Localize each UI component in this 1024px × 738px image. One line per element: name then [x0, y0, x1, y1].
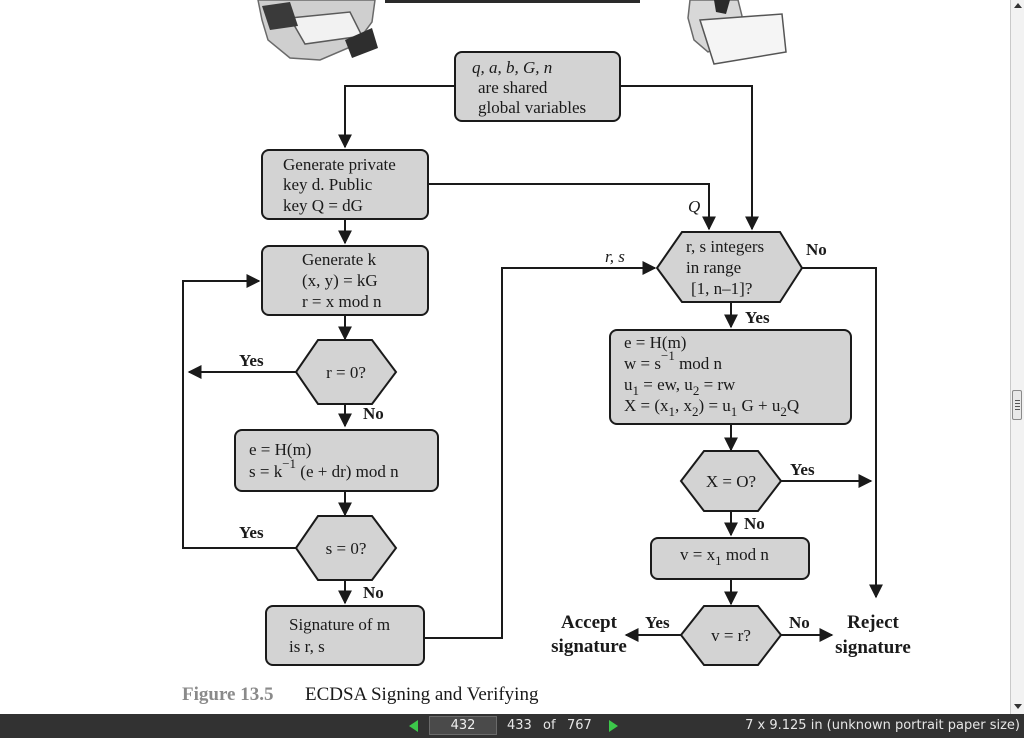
- signature-line2: is r, s: [289, 637, 325, 656]
- verify-line4: X = (x1, x2) = u1 G + u2Q: [624, 396, 799, 419]
- keygen-line1: Generate private: [283, 155, 396, 174]
- compute-s-line2: s = k−1 (e + dr) mod n: [249, 456, 399, 481]
- v-calc-label: v = x1 mod n: [680, 545, 769, 568]
- laptop-illustration-left: [257, 0, 378, 61]
- figure-title: ECDSA Signing and Verifying: [305, 684, 539, 705]
- r-zero-no-label: No: [363, 404, 384, 423]
- x-zero-yes-label: Yes: [790, 460, 815, 479]
- x-zero-no-label: No: [744, 514, 765, 533]
- v-eq-r-decision: v = r?: [679, 605, 783, 666]
- page-top-rule: [385, 0, 640, 3]
- generate-k-box: Generate k (x, y) = kG r = x mod n: [261, 245, 429, 316]
- branch-labels: Yes No Yes No Q r, s No Yes Yes No Yes N…: [239, 197, 827, 632]
- gen-k-line1: Generate k: [302, 250, 377, 269]
- figure-number: Figure 13.5: [182, 684, 273, 705]
- signature-box: Signature of m is r, s: [265, 605, 425, 666]
- r-zero-decision: r = 0?: [294, 339, 398, 405]
- range-no-label: No: [806, 240, 827, 259]
- figure-caption: Figure 13.5 ECDSA Signing and Verifying: [182, 684, 539, 705]
- gen-k-line2: (x, y) = kG: [302, 271, 378, 290]
- shared-line1: q, a, b, G, n: [472, 58, 552, 77]
- next-page-icon[interactable]: [609, 720, 618, 732]
- reject-outcome: Reject signature: [835, 612, 911, 658]
- flow-connectors: [182, 85, 883, 642]
- accept-line2: signature: [551, 636, 627, 657]
- scroll-up-icon[interactable]: [1014, 3, 1022, 8]
- verify-line3: u1 = ew, u2 = rw: [624, 375, 736, 398]
- current-page-input[interactable]: [429, 716, 497, 735]
- previous-page-icon[interactable]: [409, 720, 418, 732]
- accept-line1: Accept: [561, 612, 618, 633]
- paper-size-label: 7 x 9.125 in (unknown portrait paper siz…: [745, 718, 1020, 733]
- s-zero-yes-label: Yes: [239, 523, 264, 542]
- v-calc-box: v = x1 mod n: [650, 537, 810, 580]
- reject-line2: signature: [835, 637, 911, 658]
- v-eq-r-label: v = r?: [711, 626, 751, 645]
- gen-k-line3: r = x mod n: [302, 292, 382, 311]
- rs-label: r, s: [605, 247, 625, 266]
- s-zero-no-label: No: [363, 583, 384, 602]
- compute-s-line1: e = H(m): [249, 440, 311, 459]
- keygen-line2: key d. Public: [283, 175, 373, 194]
- range-check-decision: r, s integers in range [1, n–1]?: [655, 231, 804, 303]
- verify-line2: w = s−1 mod n: [624, 348, 723, 373]
- status-bar: 433 of 767 7 x 9.125 in (unknown portrai…: [0, 714, 1024, 738]
- verify-line1: e = H(m): [624, 333, 686, 352]
- vertical-scrollbar[interactable]: [1010, 0, 1024, 714]
- range-yes-label: Yes: [745, 308, 770, 327]
- keygen-box: Generate private key d. Public key Q = d…: [261, 149, 429, 220]
- scrollbar-thumb[interactable]: [1012, 390, 1022, 420]
- accept-outcome: Accept signature: [551, 612, 627, 657]
- r-zero-label: r = 0?: [326, 363, 366, 382]
- shared-line2: are shared: [478, 78, 548, 97]
- r-zero-yes-label: Yes: [239, 351, 264, 370]
- reject-line1: Reject: [847, 612, 899, 633]
- document-viewer: q, a, b, G, n are shared global variable…: [182, 0, 1024, 714]
- range-line3: [1, n–1]?: [691, 279, 752, 298]
- range-line1: r, s integers: [686, 237, 764, 256]
- scroll-down-icon[interactable]: [1014, 704, 1022, 709]
- pdf-page: q, a, b, G, n are shared global variable…: [182, 0, 911, 705]
- x-zero-label: X = O?: [706, 472, 756, 491]
- compute-s-box: e = H(m) s = k−1 (e + dr) mod n: [234, 429, 439, 492]
- range-line2: in range: [686, 258, 741, 277]
- signature-line1: Signature of m: [289, 615, 390, 634]
- shared-variables-box: q, a, b, G, n are shared global variable…: [454, 51, 621, 122]
- x-zero-decision: X = O?: [679, 450, 783, 512]
- verify-box: e = H(m) w = s−1 mod n u1 = ew, u2 = rw …: [609, 329, 852, 425]
- next-page-number: 433: [507, 718, 532, 733]
- v-eq-r-yes-label: Yes: [645, 613, 670, 632]
- of-label: of: [543, 718, 556, 733]
- ecdsa-flowchart: q, a, b, G, n are shared global variable…: [182, 0, 911, 705]
- v-eq-r-no-label: No: [789, 613, 810, 632]
- s-zero-label: s = 0?: [326, 539, 367, 558]
- total-pages: 767: [567, 718, 592, 733]
- shared-line3: global variables: [478, 98, 586, 117]
- s-zero-decision: s = 0?: [294, 515, 398, 581]
- laptop-illustration-right: [687, 0, 787, 65]
- q-label: Q: [688, 197, 700, 216]
- keygen-line3: key Q = dG: [283, 196, 363, 215]
